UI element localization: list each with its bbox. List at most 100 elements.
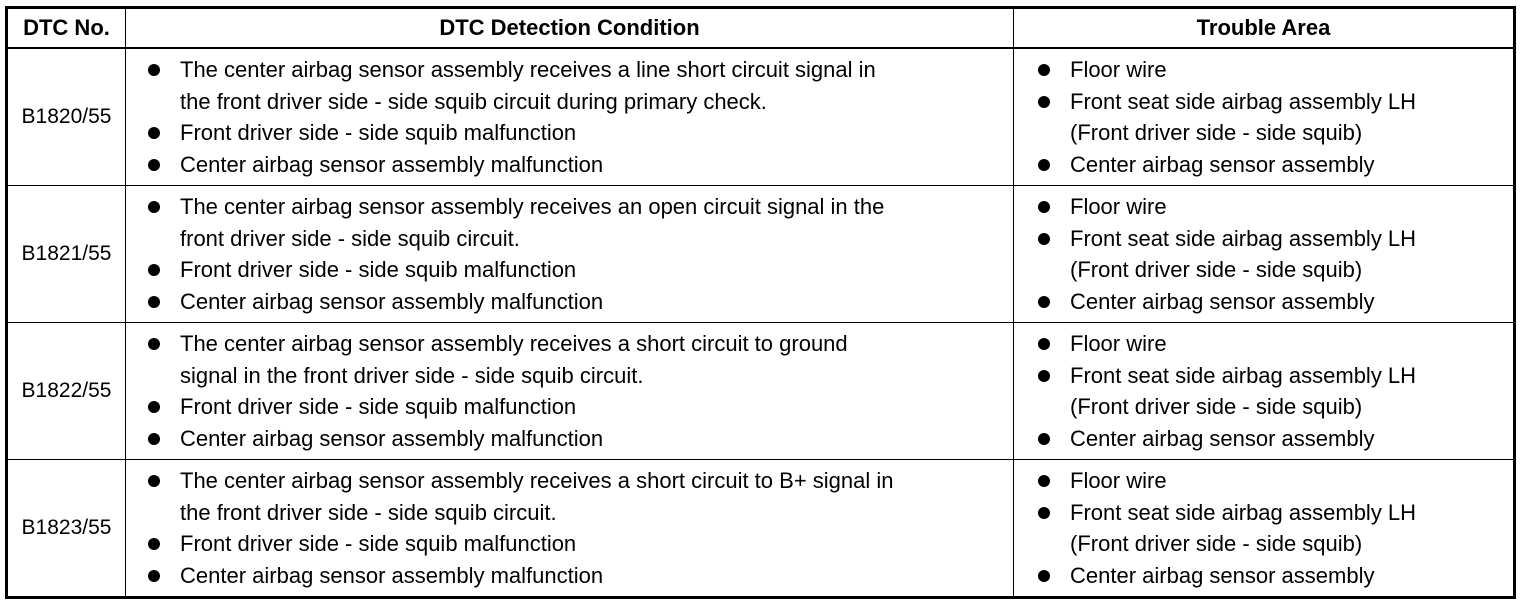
- list-item: Center airbag sensor assembly: [1036, 149, 1513, 181]
- table-header-row: DTC No. DTC Detection Condition Trouble …: [6, 7, 1515, 49]
- detection-condition-cell: The center airbag sensor assembly receiv…: [125, 185, 1014, 323]
- trouble-area-text: Front seat side airbag assembly LH: [1070, 88, 1417, 114]
- condition-text: signal in the front driver side - side s…: [180, 362, 644, 388]
- trouble-area-list: Floor wire Front seat side airbag assemb…: [1014, 54, 1513, 180]
- bullet-icon: [1038, 295, 1050, 308]
- condition-text: Front driver side - side squib malfuncti…: [180, 257, 577, 282]
- bullet-icon: [148, 538, 160, 550]
- trouble-area-text: Front seat side airbag assembly LH: [1070, 225, 1417, 251]
- bullet-icon: [148, 64, 160, 76]
- list-item: Floor wire: [1036, 328, 1513, 360]
- list-item-continuation: front driver side - side squib circuit.: [146, 223, 1013, 255]
- trouble-area-text: Center airbag sensor assembly: [1070, 425, 1375, 451]
- trouble-area-text: (Front driver side - side squib): [1070, 531, 1363, 556]
- bullet-icon: [148, 295, 160, 308]
- table-row: B1822/55 The center airbag sensor assemb…: [6, 322, 1515, 460]
- condition-text: Front driver side - side squib malfuncti…: [180, 120, 577, 145]
- condition-text: front driver side - side squib circuit.: [180, 225, 520, 251]
- table-row: B1821/55 The center airbag sensor assemb…: [6, 185, 1515, 323]
- trouble-area-text: Floor wire: [1070, 194, 1167, 219]
- condition-text: The center airbag sensor assembly receiv…: [180, 468, 894, 493]
- list-item-continuation: (Front driver side - side squib): [1036, 391, 1513, 423]
- condition-text: Front driver side - side squib malfuncti…: [180, 394, 577, 419]
- list-item: The center airbag sensor assembly receiv…: [146, 54, 1013, 86]
- condition-list: The center airbag sensor assembly receiv…: [126, 54, 1013, 180]
- condition-text: The center airbag sensor assembly receiv…: [180, 331, 848, 356]
- detection-condition-cell: The center airbag sensor assembly receiv…: [125, 47, 1014, 186]
- bullet-icon: [1038, 158, 1050, 171]
- header-dtc-no: DTC No.: [6, 7, 126, 49]
- list-item: Center airbag sensor assembly malfunctio…: [146, 286, 1013, 318]
- list-item: Front driver side - side squib malfuncti…: [146, 391, 1013, 423]
- bullet-icon: [1038, 201, 1050, 213]
- list-item-continuation: (Front driver side - side squib): [1036, 528, 1513, 560]
- bullet-icon: [148, 432, 160, 445]
- condition-text: Center airbag sensor assembly malfunctio…: [180, 288, 604, 314]
- header-detection-condition: DTC Detection Condition: [125, 7, 1014, 49]
- list-item: Front seat side airbag assembly LH: [1036, 223, 1513, 255]
- table-row: B1820/55 The center airbag sensor assemb…: [6, 47, 1515, 186]
- dtc-code: B1820/55: [6, 47, 126, 186]
- trouble-area-text: (Front driver side - side squib): [1070, 394, 1363, 419]
- condition-text: Center airbag sensor assembly malfunctio…: [180, 562, 604, 588]
- bullet-icon: [148, 475, 160, 487]
- bullet-icon: [1038, 369, 1050, 382]
- bullet-icon: [1038, 338, 1050, 350]
- list-item: Front driver side - side squib malfuncti…: [146, 528, 1013, 560]
- condition-text: the front driver side - side squib circu…: [180, 88, 767, 114]
- list-item: Front seat side airbag assembly LH: [1036, 360, 1513, 392]
- list-item: Floor wire: [1036, 191, 1513, 223]
- trouble-area-text: Front seat side airbag assembly LH: [1070, 499, 1417, 525]
- list-item: Center airbag sensor assembly: [1036, 560, 1513, 592]
- dtc-code: B1822/55: [6, 322, 126, 460]
- trouble-area-cell: Floor wire Front seat side airbag assemb…: [1013, 322, 1515, 460]
- bullet-icon: [148, 158, 160, 171]
- bullet-icon: [148, 401, 160, 413]
- dtc-table: DTC No. DTC Detection Condition Trouble …: [5, 6, 1516, 599]
- trouble-area-list: Floor wire Front seat side airbag assemb…: [1014, 328, 1513, 454]
- condition-text: the front driver side - side squib circu…: [180, 499, 557, 525]
- table-row: B1823/55 The center airbag sensor assemb…: [6, 459, 1515, 598]
- trouble-area-cell: Floor wire Front seat side airbag assemb…: [1013, 459, 1515, 598]
- list-item: Front driver side - side squib malfuncti…: [146, 254, 1013, 286]
- detection-condition-cell: The center airbag sensor assembly receiv…: [125, 459, 1014, 598]
- detection-condition-cell: The center airbag sensor assembly receiv…: [125, 322, 1014, 460]
- list-item: Front driver side - side squib malfuncti…: [146, 117, 1013, 149]
- header-trouble-area: Trouble Area: [1013, 7, 1515, 49]
- dtc-code: B1823/55: [6, 459, 126, 598]
- condition-list: The center airbag sensor assembly receiv…: [126, 465, 1013, 591]
- trouble-area-text: Floor wire: [1070, 331, 1167, 356]
- list-item: Center airbag sensor assembly malfunctio…: [146, 149, 1013, 181]
- trouble-area-text: Center airbag sensor assembly: [1070, 288, 1375, 314]
- list-item: Center airbag sensor assembly malfunctio…: [146, 560, 1013, 592]
- bullet-icon: [148, 569, 160, 582]
- trouble-area-list: Floor wire Front seat side airbag assemb…: [1014, 465, 1513, 591]
- bullet-icon: [148, 201, 160, 213]
- list-item: The center airbag sensor assembly receiv…: [146, 191, 1013, 223]
- condition-list: The center airbag sensor assembly receiv…: [126, 191, 1013, 317]
- list-item: Front seat side airbag assembly LH: [1036, 86, 1513, 118]
- list-item: Center airbag sensor assembly malfunctio…: [146, 423, 1013, 455]
- bullet-icon: [1038, 64, 1050, 76]
- condition-text: Center airbag sensor assembly malfunctio…: [180, 151, 604, 177]
- condition-text: The center airbag sensor assembly receiv…: [180, 57, 876, 82]
- list-item-continuation: the front driver side - side squib circu…: [146, 86, 1013, 118]
- list-item: Floor wire: [1036, 465, 1513, 497]
- list-item-continuation: the front driver side - side squib circu…: [146, 497, 1013, 529]
- dtc-code: B1821/55: [6, 185, 126, 323]
- list-item-continuation: (Front driver side - side squib): [1036, 117, 1513, 149]
- condition-text: The center airbag sensor assembly receiv…: [180, 194, 885, 219]
- list-item: Front seat side airbag assembly LH: [1036, 497, 1513, 529]
- list-item: Center airbag sensor assembly: [1036, 423, 1513, 455]
- trouble-area-text: Front seat side airbag assembly LH: [1070, 362, 1417, 388]
- bullet-icon: [1038, 95, 1050, 108]
- trouble-area-cell: Floor wire Front seat side airbag assemb…: [1013, 185, 1515, 323]
- bullet-icon: [148, 127, 160, 139]
- bullet-icon: [1038, 475, 1050, 487]
- trouble-area-text: (Front driver side - side squib): [1070, 120, 1363, 145]
- list-item: Center airbag sensor assembly: [1036, 286, 1513, 318]
- list-item: The center airbag sensor assembly receiv…: [146, 328, 1013, 360]
- bullet-icon: [148, 264, 160, 276]
- list-item: Floor wire: [1036, 54, 1513, 86]
- bullet-icon: [1038, 432, 1050, 445]
